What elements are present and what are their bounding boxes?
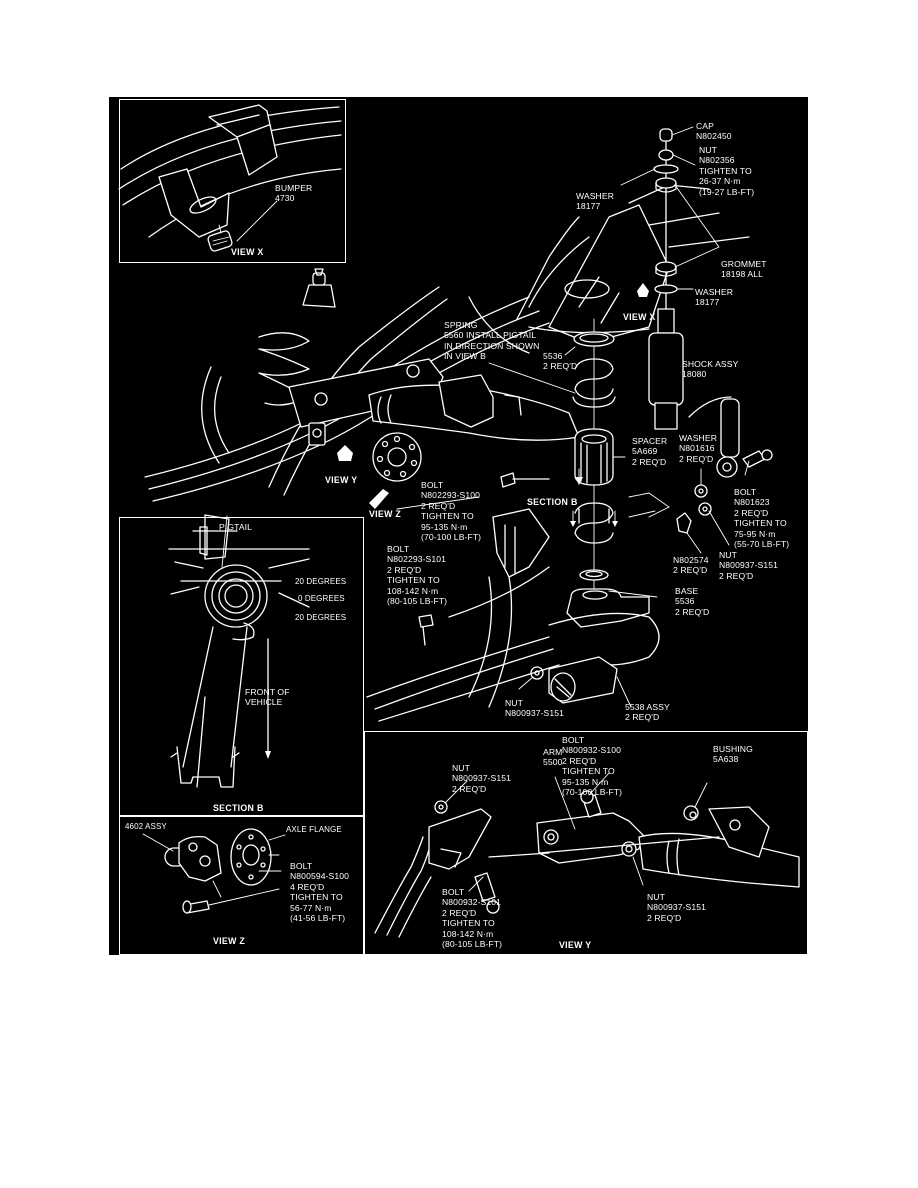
axle-hub <box>372 432 422 482</box>
bumper-4730-label: BUMPER 4730 <box>275 183 313 204</box>
bumper-seat <box>189 196 217 214</box>
section-b-title: SECTION B <box>213 803 264 813</box>
view-z-marker-label: VIEW Z <box>369 509 402 519</box>
view-x-panel <box>119 99 346 263</box>
insulator-5536-label: 5536 2 REQ'D <box>543 351 578 372</box>
nut-n800937-frame-label: NUT N800937-S151 <box>505 698 565 719</box>
view-y-bolt-top-label: BOLT N800932-S100 2 REQ'D TIGHTEN TO 95-… <box>562 735 623 798</box>
spacer-5a669 <box>574 428 614 486</box>
section-b-panel <box>119 517 364 817</box>
bushing-5a638-label: BUSHING 5A638 <box>713 744 753 765</box>
washer-18177-lower <box>654 284 678 294</box>
clip-n802574-label: N802574 2 REQ'D <box>673 555 709 576</box>
clip-n802574 <box>676 512 692 534</box>
spring-5560-label: SPRING 5560 INSTALL PIGTAIL IN DIRECTION… <box>444 320 540 362</box>
shock-body-18080 <box>648 332 684 406</box>
view-y-arrow-icon <box>337 445 353 461</box>
nut-n802356-label: NUT N802356 TIGHTEN TO 26-37 N·m (19-27 … <box>699 145 755 197</box>
base-5536-label: BASE 5536 2 REQ'D <box>675 586 710 617</box>
view-y-nut-left-label: NUT N800937-S151 2 REQ'D <box>452 763 512 794</box>
spring-upper-seat-bracket <box>548 204 670 344</box>
assy-4602-label: 4602 ASSY <box>125 822 167 831</box>
view-x-art <box>118 104 342 252</box>
nut-n800937-shock-label: NUT N800937-S151 2 REQ'D <box>719 550 779 581</box>
bumper-leader <box>236 200 278 242</box>
view-y-panel <box>364 731 808 955</box>
bolt-n802293-s101-label: BOLT N802293-S101 2 REQ'D TIGHTEN TO 108… <box>387 544 448 607</box>
angle-0-label: 0 DEGREES <box>298 594 345 603</box>
view-y-nut-left <box>434 800 448 814</box>
view-z-arrow-icon <box>369 489 389 509</box>
nut-n802356 <box>658 149 674 161</box>
view-z-art <box>142 828 286 914</box>
angle-20-lower-label: 20 DEGREES <box>295 613 347 622</box>
axle-flange-label: AXLE FLANGE <box>286 825 342 834</box>
angle-20-upper-label: 20 DEGREES <box>295 577 347 586</box>
bumper-4730 <box>207 230 233 252</box>
shock-lower-eye-body <box>720 398 740 458</box>
grommet-18198-top <box>655 177 677 189</box>
assy-5538-label: 5538 ASSY 2 REQ'D <box>625 702 670 723</box>
front-of-vehicle-label: FRONT OF VEHICLE <box>245 687 290 708</box>
grommet-18198-lower <box>655 261 677 273</box>
view-z-panel <box>119 815 364 955</box>
bolt-n802293-s100-label: BOLT N802293-S100 2 REQ'D TIGHTEN TO 95-… <box>421 480 482 543</box>
view-x-marker-label: VIEW X <box>623 312 656 322</box>
washer-18177-top <box>653 164 679 174</box>
spring-stack-art <box>366 128 773 722</box>
spacer-5a669-label: SPACER 5A669 2 REQ'D <box>632 436 668 467</box>
washer-top-label: WASHER 18177 <box>576 191 615 212</box>
grommet-label: GROMMET 18198 ALL <box>721 259 767 280</box>
section-b-marker-label: SECTION B <box>527 497 578 507</box>
shock-assy-label: SHOCK ASSY 18080 <box>682 359 739 380</box>
suspension-line-art <box>118 104 800 938</box>
view-y-bracket <box>428 808 492 870</box>
cap-label: CAP N802450 <box>696 121 732 142</box>
view-x-arrow-icon <box>637 283 649 297</box>
callout-leaders <box>396 126 750 708</box>
nut-n800937-frame <box>530 666 544 680</box>
pigtail-leader <box>221 515 228 568</box>
view-y-title: VIEW Y <box>559 940 592 950</box>
view-y-marker-label: VIEW Y <box>325 475 358 485</box>
view-y-art <box>374 772 800 938</box>
view-x-title: VIEW X <box>231 247 264 257</box>
washer-n801616 <box>694 484 708 498</box>
hub-bolt-holes <box>376 435 418 478</box>
arm-5500-label: ARM 5500 <box>543 747 563 768</box>
frame-rail-art <box>144 268 580 509</box>
view-z-title: VIEW Z <box>213 936 246 946</box>
view-y-bolt-bottom-label: BOLT N800932-S101 2 REQ'D TIGHTEN TO 108… <box>442 887 503 950</box>
bolt-n802293-s100 <box>500 472 516 488</box>
upper-shock-tower <box>302 284 336 308</box>
nut-n800937-shock <box>698 502 712 516</box>
bolt-n800594-label: BOLT N800594-S100 4 REQ'D TIGHTEN TO 56-… <box>290 861 350 924</box>
view-y-nut-right-label: NUT N800937-S151 2 REQ'D <box>647 892 707 923</box>
bolt-n801623-label: BOLT N801623 2 REQ'D TIGHTEN TO 75-95 N·… <box>734 487 790 550</box>
washer-lower-label: WASHER 18177 <box>695 287 734 308</box>
washer-n801616-label: WASHER N801616 2 REQ'D <box>679 433 718 464</box>
bolt-n802293-s101 <box>418 614 434 628</box>
pigtail-label: PIGTAIL <box>219 522 253 532</box>
section-b-art <box>168 514 310 788</box>
cap-n802450 <box>659 128 673 142</box>
shock-upper-rod <box>657 308 675 334</box>
rear-suspension-diagram: BUMPER 4730 VIEW X CAP N802450 NUT N8023… <box>109 97 808 955</box>
